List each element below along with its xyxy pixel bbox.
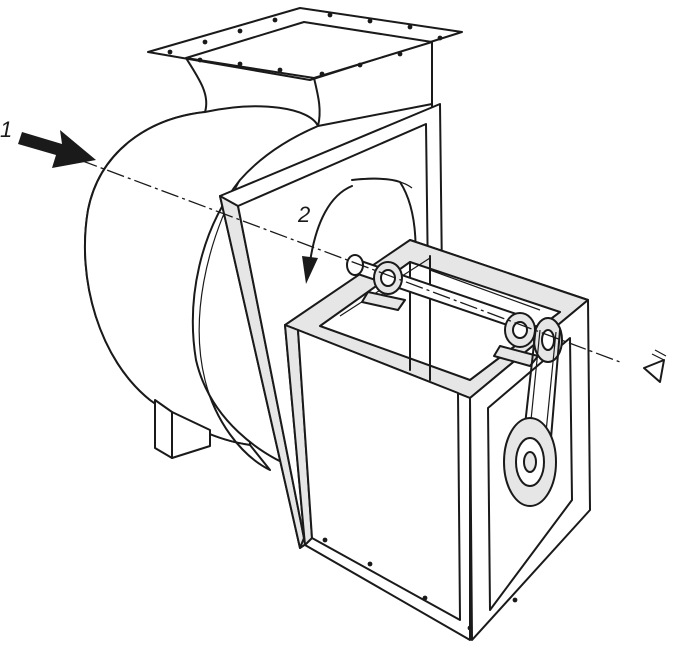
inlet-arrow-group: 1	[0, 117, 96, 168]
support-legs	[154, 399, 211, 459]
label-rotation: 2	[297, 202, 310, 227]
rotation-arrow-group: 2	[297, 185, 353, 284]
axis-line	[79, 159, 621, 363]
drive-assembly	[346, 254, 563, 507]
bearing-left	[361, 261, 406, 311]
curved-arrow-icon	[309, 185, 353, 263]
belt-and-pulley	[503, 317, 563, 507]
flange-holes	[167, 12, 443, 77]
arrow-right-icon	[18, 130, 96, 168]
label-inlet: 1	[0, 117, 12, 142]
eye-icon	[643, 349, 667, 383]
